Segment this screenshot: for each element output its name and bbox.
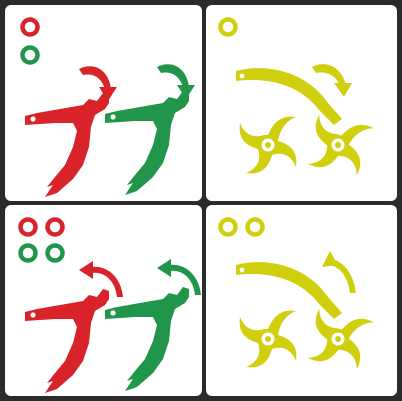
green-ring-icon bbox=[21, 246, 36, 261]
green-tine-icon bbox=[105, 287, 189, 391]
red-tine-icon bbox=[25, 93, 109, 197]
yellow-ring-icon bbox=[248, 220, 263, 235]
yellow-rotor-left-icon bbox=[240, 311, 297, 368]
green-ring-icon bbox=[48, 246, 63, 261]
yellow-ring-icon bbox=[221, 220, 236, 235]
red-rotate-arrow-icon bbox=[79, 261, 123, 297]
yellow-ring-icon bbox=[221, 20, 236, 35]
green-rotate-arrow-icon bbox=[157, 259, 201, 295]
green-rotate-arrow-icon bbox=[157, 64, 195, 99]
red-tine-icon bbox=[25, 289, 109, 393]
panel-rotors-swing-up[interactable] bbox=[206, 205, 397, 396]
yellow-arm-icon bbox=[236, 262, 342, 319]
yellow-rotor-left-icon bbox=[240, 117, 297, 174]
yellow-rotate-arrow-icon bbox=[322, 251, 356, 293]
green-ring-icon bbox=[23, 48, 38, 63]
yellow-arm-icon bbox=[236, 68, 342, 125]
panel-tines-rotate-down[interactable] bbox=[5, 5, 202, 201]
panel-tines-rotate-up[interactable] bbox=[5, 205, 202, 396]
green-tine-icon bbox=[105, 91, 189, 195]
red-ring-icon bbox=[48, 220, 63, 235]
red-rotate-arrow-icon bbox=[79, 66, 117, 101]
red-ring-icon bbox=[21, 220, 36, 235]
panel-rotors-swing-down[interactable] bbox=[206, 5, 397, 201]
red-ring-icon bbox=[23, 20, 38, 35]
